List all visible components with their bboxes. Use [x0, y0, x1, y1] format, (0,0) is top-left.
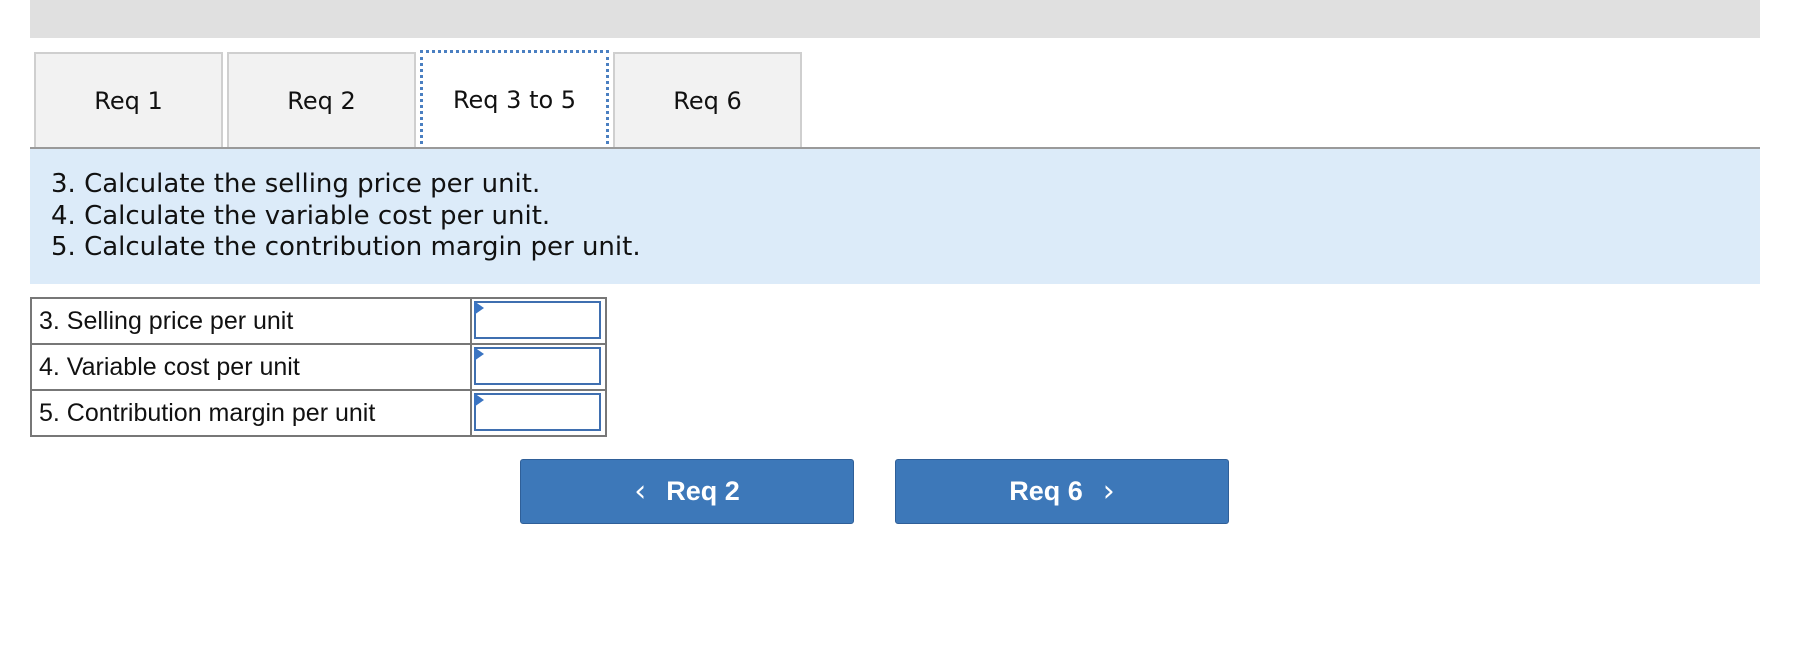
chevron-left-icon: ‹	[634, 473, 647, 509]
row-label-variable-cost: 4. Variable cost per unit	[30, 343, 472, 391]
table-row: 4. Variable cost per unit	[30, 343, 607, 391]
instructions-panel: 3. Calculate the selling price per unit.…	[30, 149, 1760, 284]
tab-req-2[interactable]: Req 2	[227, 52, 416, 148]
flag-icon	[474, 301, 484, 315]
input-cell	[470, 389, 607, 437]
tab-req-6[interactable]: Req 6	[613, 52, 802, 148]
tab-req-3-to-5[interactable]: Req 3 to 5	[420, 50, 609, 150]
row-label-contribution-margin: 5. Contribution margin per unit	[30, 389, 472, 437]
table-row: 5. Contribution margin per unit	[30, 389, 607, 437]
next-req-label: Req 6	[1009, 476, 1083, 506]
input-cell	[470, 297, 607, 345]
input-cell	[470, 343, 607, 391]
instruction-line: 3. Calculate the selling price per unit.	[51, 169, 541, 199]
variable-cost-input[interactable]	[474, 347, 601, 385]
prev-req-button[interactable]: ‹ Req 2	[520, 459, 854, 524]
table-row: 3. Selling price per unit	[30, 297, 607, 345]
next-req-button[interactable]: Req 6 ›	[895, 459, 1229, 524]
instruction-line: 5. Calculate the contribution margin per…	[51, 232, 641, 262]
tab-req-1[interactable]: Req 1	[34, 52, 223, 148]
contribution-margin-input[interactable]	[474, 393, 601, 431]
top-bar	[30, 0, 1760, 38]
row-label-selling-price: 3. Selling price per unit	[30, 297, 472, 345]
instruction-line: 4. Calculate the variable cost per unit.	[51, 200, 551, 231]
chevron-right-icon: ›	[1102, 473, 1115, 509]
answer-table: 3. Selling price per unit 4. Variable co…	[30, 297, 607, 437]
tab-divider	[30, 147, 1760, 149]
flag-icon	[474, 393, 484, 407]
selling-price-input[interactable]	[474, 301, 601, 339]
requirement-tabs: Req 1 Req 2 Req 3 to 5 Req 6	[34, 50, 806, 150]
flag-icon	[474, 347, 484, 361]
prev-req-label: Req 2	[666, 476, 740, 506]
